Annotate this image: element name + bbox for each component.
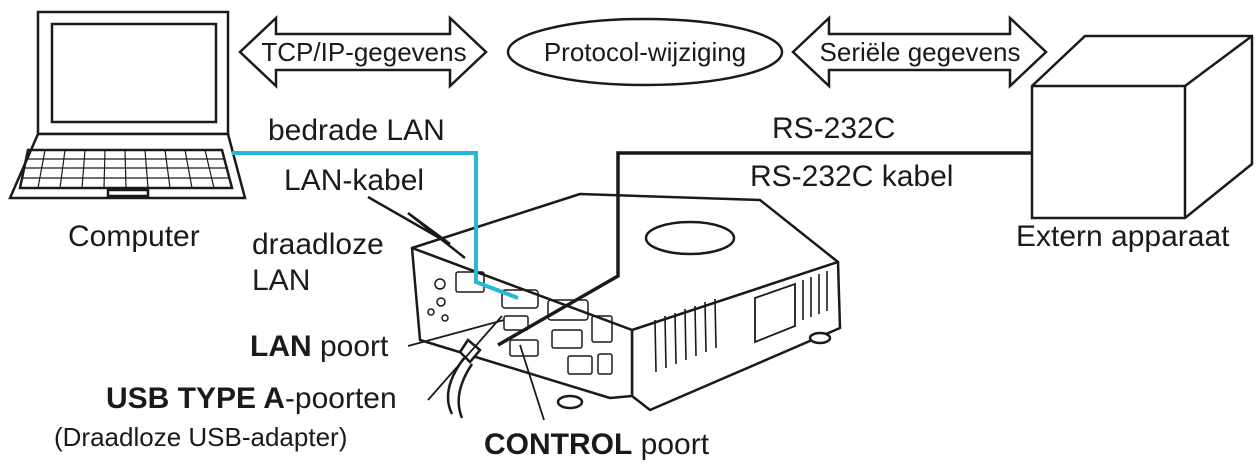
projector-vent: [654, 271, 828, 373]
serial-data-label: Seriële gegevens: [820, 37, 1021, 67]
rs232c-label: RS-232C: [772, 112, 895, 145]
power-cord: [446, 338, 482, 419]
serial-data-arrow: Seriële gegevens: [791, 15, 1048, 89]
usb-port-label: USB TYPE A-poorten: [106, 382, 397, 415]
rs232c-cable-label: RS-232C kabel: [750, 160, 953, 193]
lan-port-label-rest: poort: [312, 330, 389, 363]
usb-port-label-rest: -poorten: [285, 382, 397, 415]
usb-port-label-bold: USB TYPE A: [106, 382, 285, 415]
rs232c-cable: [497, 151, 1032, 347]
external-device-icon: [1030, 34, 1254, 220]
control-port-label-bold: CONTROL: [484, 428, 632, 461]
projector-icon: [410, 192, 842, 412]
protocol-conversion-ellipse: Protocol-wijziging: [506, 17, 784, 87]
lan-cable: [232, 151, 519, 300]
computer-icon: [8, 10, 247, 200]
tcp-ip-data-arrow: TCP/IP-gegevens: [238, 15, 488, 89]
external-device-label: Extern apparaat: [1016, 220, 1230, 253]
wireless-lan-icon: [367, 195, 466, 259]
projector-port-panel: [427, 271, 613, 375]
lan-port-label: LAN poort: [250, 330, 389, 363]
lan-port-label-bold: LAN: [250, 330, 312, 363]
lan-port-leader: [407, 319, 505, 347]
usb-adapter-label: (Draadloze USB-adapter): [54, 422, 347, 452]
wired-lan-label: bedrade LAN: [268, 114, 445, 147]
lan-cable-label: LAN-kabel: [284, 164, 424, 197]
control-port-leader: [519, 344, 545, 421]
wireless-lan-label-line1: draadloze: [252, 228, 384, 261]
computer-label: Computer: [68, 220, 200, 253]
control-port-label: CONTROL poort: [484, 428, 710, 461]
protocol-conversion-label: Protocol-wijziging: [544, 37, 746, 67]
control-port-label-rest: poort: [632, 428, 709, 461]
usb-port-leader: [427, 315, 503, 401]
tcp-ip-data-label: TCP/IP-gegevens: [261, 37, 466, 67]
wireless-lan-label-line2: LAN: [252, 264, 310, 297]
projector-side-panel: [754, 282, 796, 344]
